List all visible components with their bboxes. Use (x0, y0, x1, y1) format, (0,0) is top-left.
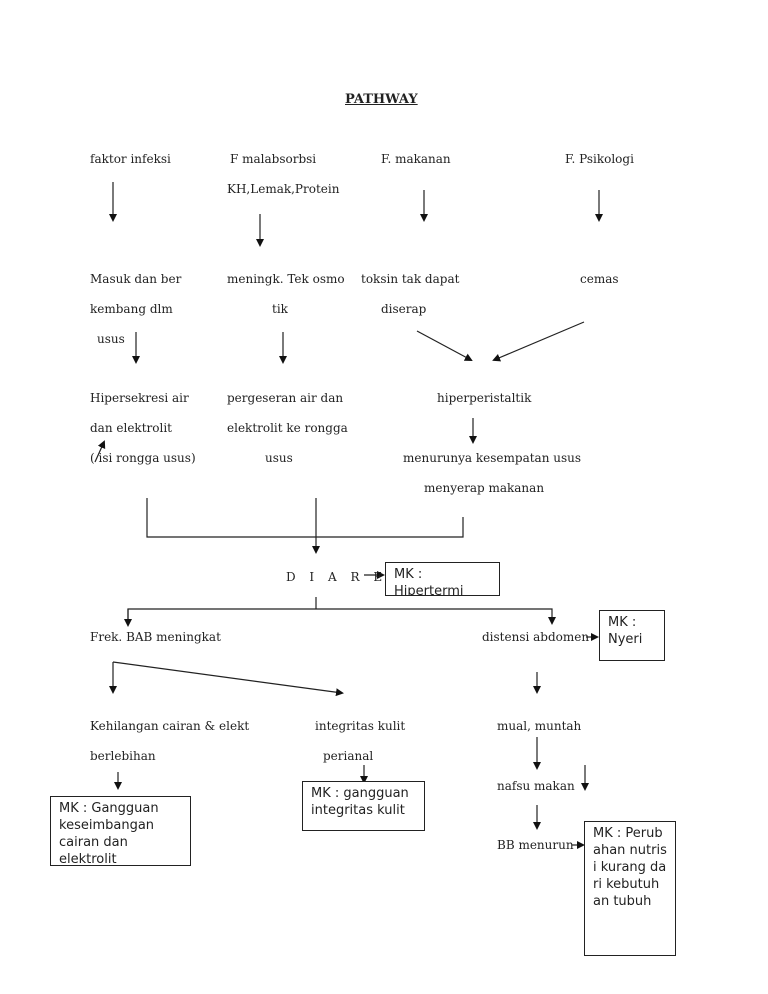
split-line (127, 608, 556, 625)
node-mual: mual, muntah (497, 719, 582, 733)
node-integritas-2: perianal (323, 749, 374, 763)
node-masuk-1: Masuk dan ber (90, 272, 182, 286)
node-frek: Frek. BAB meningkat (90, 630, 221, 644)
cause-malabsorbsi-detail: KH,Lemak,Protein (227, 182, 340, 196)
mk-cairan-box: MK : Gangguan keseimbangan cairan dan el… (50, 796, 191, 866)
node-menurun-1: menurunya kesempatan usus (403, 451, 582, 465)
mk-nutrisi-box: MK : Perubahan nutrisi kurang dari kebut… (584, 821, 676, 956)
node-geser-3: usus (265, 451, 293, 465)
mk-hipertermi-box: MK : Hipertermi (385, 562, 500, 596)
cause-psikologi: F. Psikologi (565, 152, 634, 166)
page-title: PATHWAY (345, 92, 418, 107)
node-toksin-2: diserap (381, 302, 427, 316)
node-masuk-2: kembang dlm (90, 302, 173, 316)
mk-nyeri-box: MK : Nyeri (599, 610, 665, 661)
node-integritas-1: integritas kulit (315, 719, 406, 733)
node-nafsu: nafsu makan (497, 779, 575, 793)
node-hiper-3: ( isi rongga usus) (90, 451, 196, 465)
node-peristaltik: hiperperistaltik (437, 391, 532, 405)
node-masuk-3: usus (97, 332, 125, 346)
node-geser-2: elektrolit ke rongga (227, 421, 348, 435)
node-menurun-2: menyerap makanan (424, 481, 545, 495)
node-cemas: cemas (580, 272, 619, 286)
node-osmo-1: meningk. Tek osmo (227, 272, 345, 286)
node-hiper-1: Hipersekresi air (90, 391, 189, 405)
node-distensi: distensi abdomen (482, 630, 590, 644)
node-kehilangan-1: Kehilangan cairan & elekt (90, 719, 250, 733)
cause-makanan: F. makanan (381, 152, 451, 166)
node-kehilangan-2: berlebihan (90, 749, 156, 763)
arrow-toksin (416, 330, 473, 361)
mk-kulit-box: MK : gangguan integritas kulit (302, 781, 425, 831)
node-bb: BB menurun (497, 838, 574, 852)
node-geser-1: pergeseran air dan (227, 391, 344, 405)
merge-bracket (146, 498, 464, 538)
arrow-cemas (492, 321, 585, 362)
cause-infeksi: faktor infeksi (90, 152, 171, 166)
arrow-isi (94, 440, 106, 463)
node-hiper-2: dan elektrolit (90, 421, 172, 435)
node-toksin-1: toksin tak dapat (361, 272, 460, 286)
node-osmo-2: tik (272, 302, 288, 316)
arrow-to-integritas (112, 661, 344, 697)
node-diare: D I A R E (286, 570, 388, 584)
cause-malabsorbsi: F malabsorbsi (230, 152, 317, 166)
